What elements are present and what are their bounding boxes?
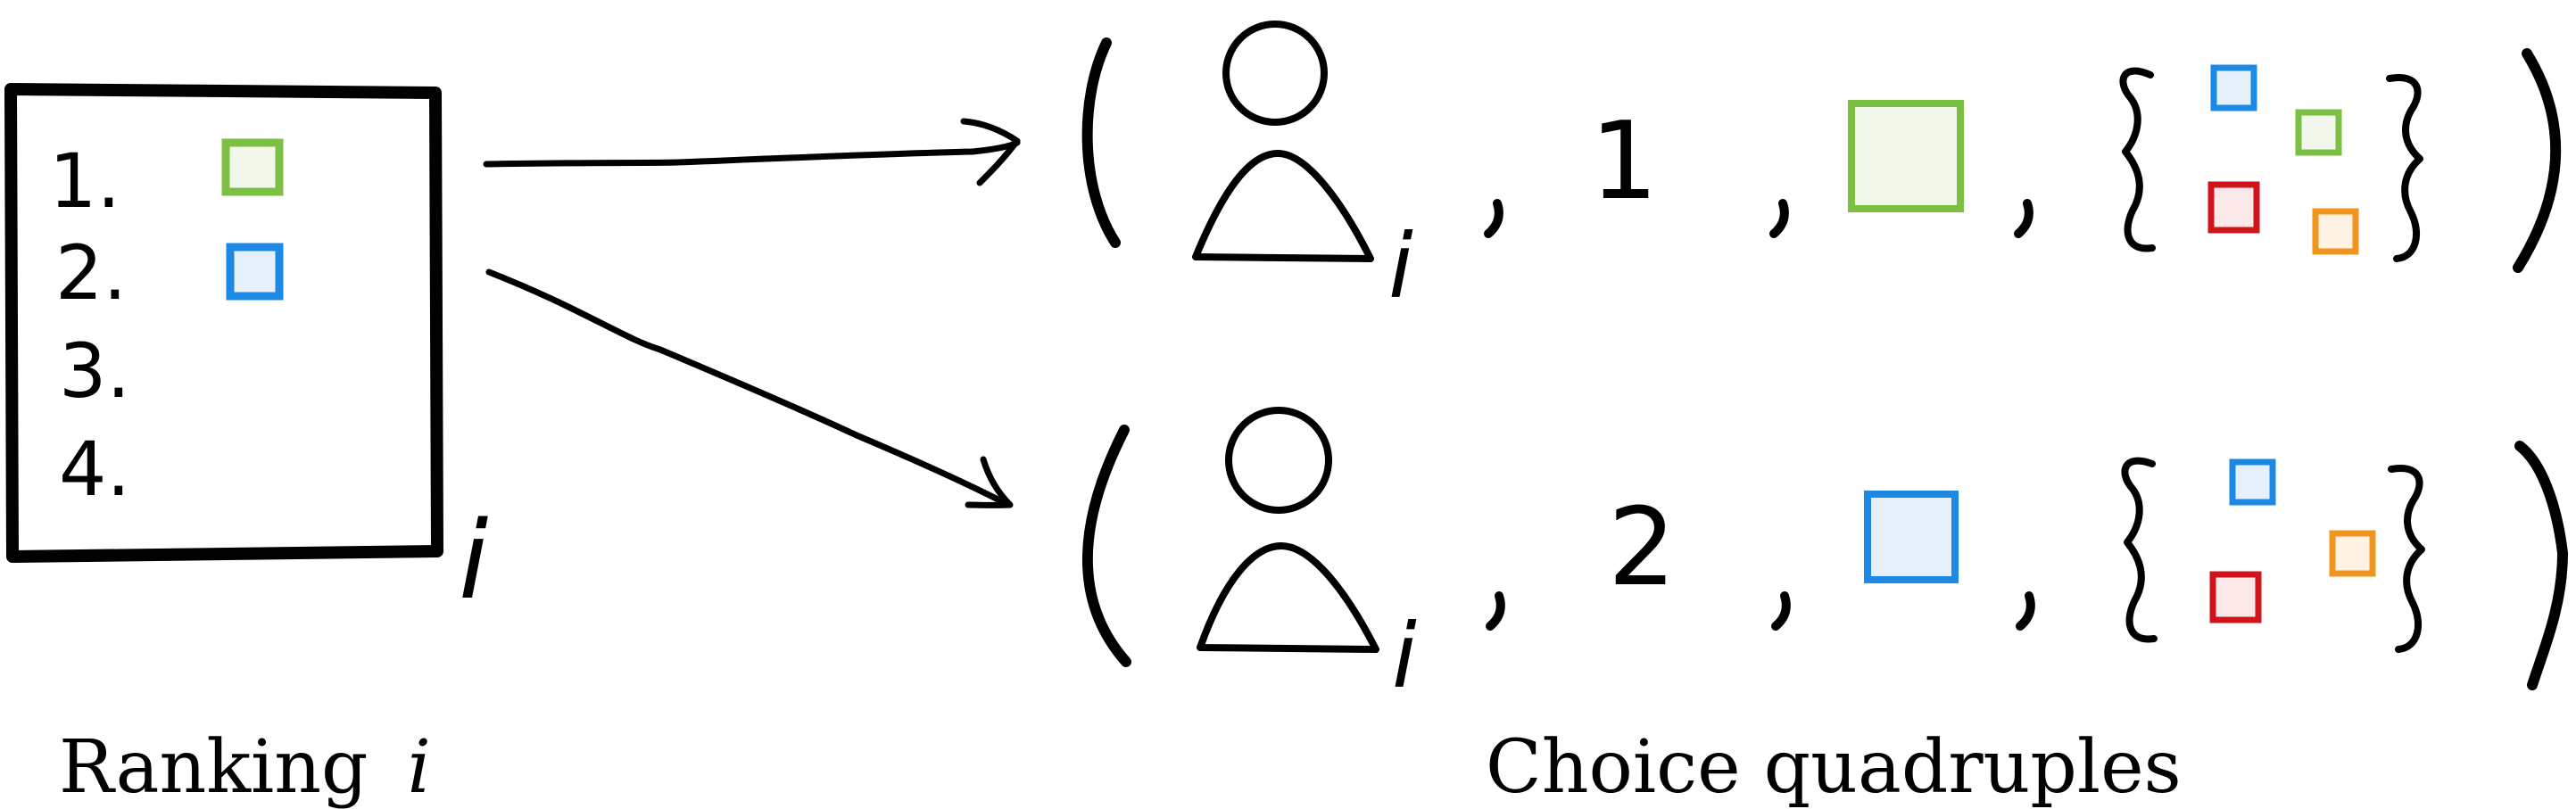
choice-set-item-4-row-1 — [2312, 208, 2359, 255]
choice-set-item-2-row-2 — [2329, 530, 2376, 577]
ranking-caption: Ranking i — [59, 725, 431, 809]
user-icon-row-2 — [1197, 407, 1379, 653]
arrowhead-row-2 — [965, 456, 1014, 508]
choice-set-item-3-row-2 — [2209, 571, 2262, 623]
position-row-2: 2 — [1608, 486, 1676, 610]
choice-set-item-3-row-1 — [2207, 181, 2260, 234]
ranking-panel: 1. 2. 3. 4. i — [4, 83, 488, 623]
open-brace-row-2 — [2121, 457, 2158, 643]
arrowhead-row-1 — [960, 118, 1021, 186]
comma-2-row-1 — [1769, 199, 1789, 238]
quadruple-row-1: i 1 — [1081, 21, 2562, 318]
rank-label-1: 1. — [49, 137, 120, 225]
user-body-row-1 — [1192, 150, 1374, 262]
close-brace-row-2 — [2388, 465, 2425, 653]
choice-set-item-1-row-1 — [2210, 64, 2257, 111]
arrows — [483, 118, 1021, 508]
open-paren-row-2 — [1082, 425, 1131, 667]
quadruples-caption: Choice quadruples — [1486, 725, 2182, 809]
comma-3-row-2 — [2016, 591, 2035, 631]
chosen-item-square-row-2 — [1864, 491, 1959, 583]
user-body-row-2 — [1197, 542, 1379, 653]
user-icon-row-1 — [1192, 21, 1374, 262]
chosen-item-square-row-1 — [1848, 100, 1964, 212]
ranked-item-2-square — [226, 243, 284, 301]
arrow-to-row-1 — [483, 139, 1021, 168]
user-subscript-row-2: i — [1392, 604, 1417, 708]
close-paren-row-2 — [2514, 441, 2568, 690]
comma-1-row-1 — [1484, 199, 1503, 238]
ranking-caption-text: Ranking — [59, 725, 369, 809]
choice-set-item-2-row-1 — [2295, 109, 2342, 156]
close-brace-row-1 — [2386, 74, 2423, 262]
user-head-row-1 — [1222, 21, 1328, 126]
ranking-subscript: i — [459, 499, 488, 623]
comma-3-row-1 — [2014, 199, 2033, 238]
arrow-to-row-2 — [485, 268, 1012, 508]
choice-set-item-1-row-2 — [2229, 458, 2276, 506]
rank-label-4: 4. — [59, 425, 130, 513]
close-paren-row-1 — [2513, 48, 2562, 273]
ranking-caption-variable: i — [408, 725, 431, 809]
position-row-1: 1 — [1590, 100, 1658, 224]
quadruple-row-2: i 2 — [1082, 407, 2568, 708]
user-head-row-2 — [1225, 407, 1332, 514]
rank-label-2: 2. — [55, 229, 127, 317]
rank-label-3: 3. — [59, 327, 130, 415]
open-paren-row-1 — [1081, 37, 1121, 248]
ranking-box — [4, 83, 443, 563]
open-brace-row-1 — [2119, 67, 2156, 252]
user-subscript-row-1: i — [1388, 214, 1413, 318]
comma-1-row-2 — [1486, 591, 1505, 631]
comma-2-row-2 — [1771, 591, 1791, 631]
ranked-item-1-square — [221, 138, 284, 196]
